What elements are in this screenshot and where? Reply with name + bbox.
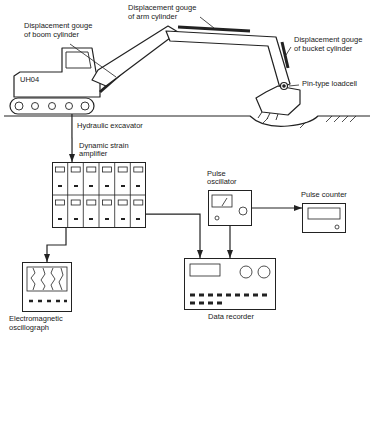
oscillograph-trace [31, 268, 63, 290]
device-label: Electromagnetic oscillograph [9, 315, 89, 332]
oscillograph-buttons [29, 300, 67, 303]
excavator-drawing [4, 26, 370, 128]
amplifier-knob [71, 200, 80, 205]
track-wheel [66, 103, 73, 110]
recorder-buttons [190, 295, 267, 303]
loadcell-pin [283, 85, 285, 87]
track-wheel [32, 103, 39, 110]
signal-connector [47, 228, 66, 262]
upper-body [14, 48, 100, 97]
pulse-counter: Pulse counter [302, 203, 346, 233]
device-label: Hydraulic excavator [77, 122, 143, 131]
cab-window [66, 52, 91, 68]
amplifier-knob [56, 167, 65, 172]
bucket-cylinder [282, 42, 288, 68]
recorder-display [190, 264, 220, 276]
signal-connector [229, 226, 230, 258]
device-label: Pulse counter [301, 191, 347, 200]
signal-connector [71, 114, 72, 162]
tape-reel [240, 266, 252, 278]
loadcell-pin [281, 83, 288, 90]
strain-amplifier: Dynamic strain amplifier [52, 162, 146, 228]
callout-label: Displacement gouge of boom cylinder [24, 22, 96, 39]
track-wheel [49, 103, 56, 110]
ground-hatch [262, 116, 356, 128]
amplifier-knob [103, 200, 112, 205]
amplifier-knob [118, 167, 127, 172]
bucket-teeth [258, 112, 278, 120]
ground-line [4, 116, 370, 126]
oscillator-knob [239, 207, 247, 215]
leader-line [286, 47, 291, 55]
amplifier-knob [56, 200, 65, 205]
arm [166, 31, 290, 88]
pulse-oscillator: Pulse oscillator [208, 190, 252, 226]
bucket [256, 86, 300, 115]
amplifier-dot [58, 186, 140, 219]
track-wheel [15, 102, 23, 110]
boom [92, 26, 178, 86]
amplifier-knob [118, 200, 127, 205]
device-label: Dynamic strain amplifier [79, 142, 151, 159]
amplifier-knob [134, 167, 143, 172]
signal-connector [252, 207, 302, 208]
amplifier-knob [56, 167, 143, 219]
oscillator-switch [215, 216, 219, 220]
track-wheel [15, 102, 89, 110]
leader-line [70, 44, 116, 77]
leader-line [70, 17, 299, 86]
callout-label: Displacement gouge of arm cylinder [128, 4, 200, 21]
track-wheel [81, 102, 89, 110]
signal-connector [146, 214, 200, 258]
amplifier-knob [87, 167, 96, 172]
amplifier-knob [103, 167, 112, 172]
device-label: Data recorder [185, 313, 277, 322]
amplifier-modules [52, 162, 146, 228]
counter-display [308, 208, 340, 219]
device-label: Pulse oscillator [207, 170, 255, 187]
crawler-track [10, 98, 94, 114]
callout-label: Displacement gouge of bucket cylinder [294, 36, 366, 53]
leader-line [200, 17, 214, 28]
leader-line [289, 85, 299, 86]
amplifier-knob [71, 167, 80, 172]
oscillograph: Electromagnetic oscillograph [22, 262, 72, 312]
amplifier-knob [87, 200, 96, 205]
oscillator-needle [222, 198, 227, 206]
counter-switch [335, 225, 339, 229]
model-mark: UH04 [20, 76, 50, 85]
amplifier-knob [134, 200, 143, 205]
callout-label: Pin-type loadcell [302, 80, 372, 89]
connector-group [47, 114, 302, 262]
data-recorder: Data recorder [184, 258, 276, 310]
oscillograph-window [27, 267, 67, 291]
excavator-node: Hydraulic excavator [14, 60, 98, 114]
tape-reel [258, 266, 270, 278]
oscillator-dial [212, 195, 232, 207]
